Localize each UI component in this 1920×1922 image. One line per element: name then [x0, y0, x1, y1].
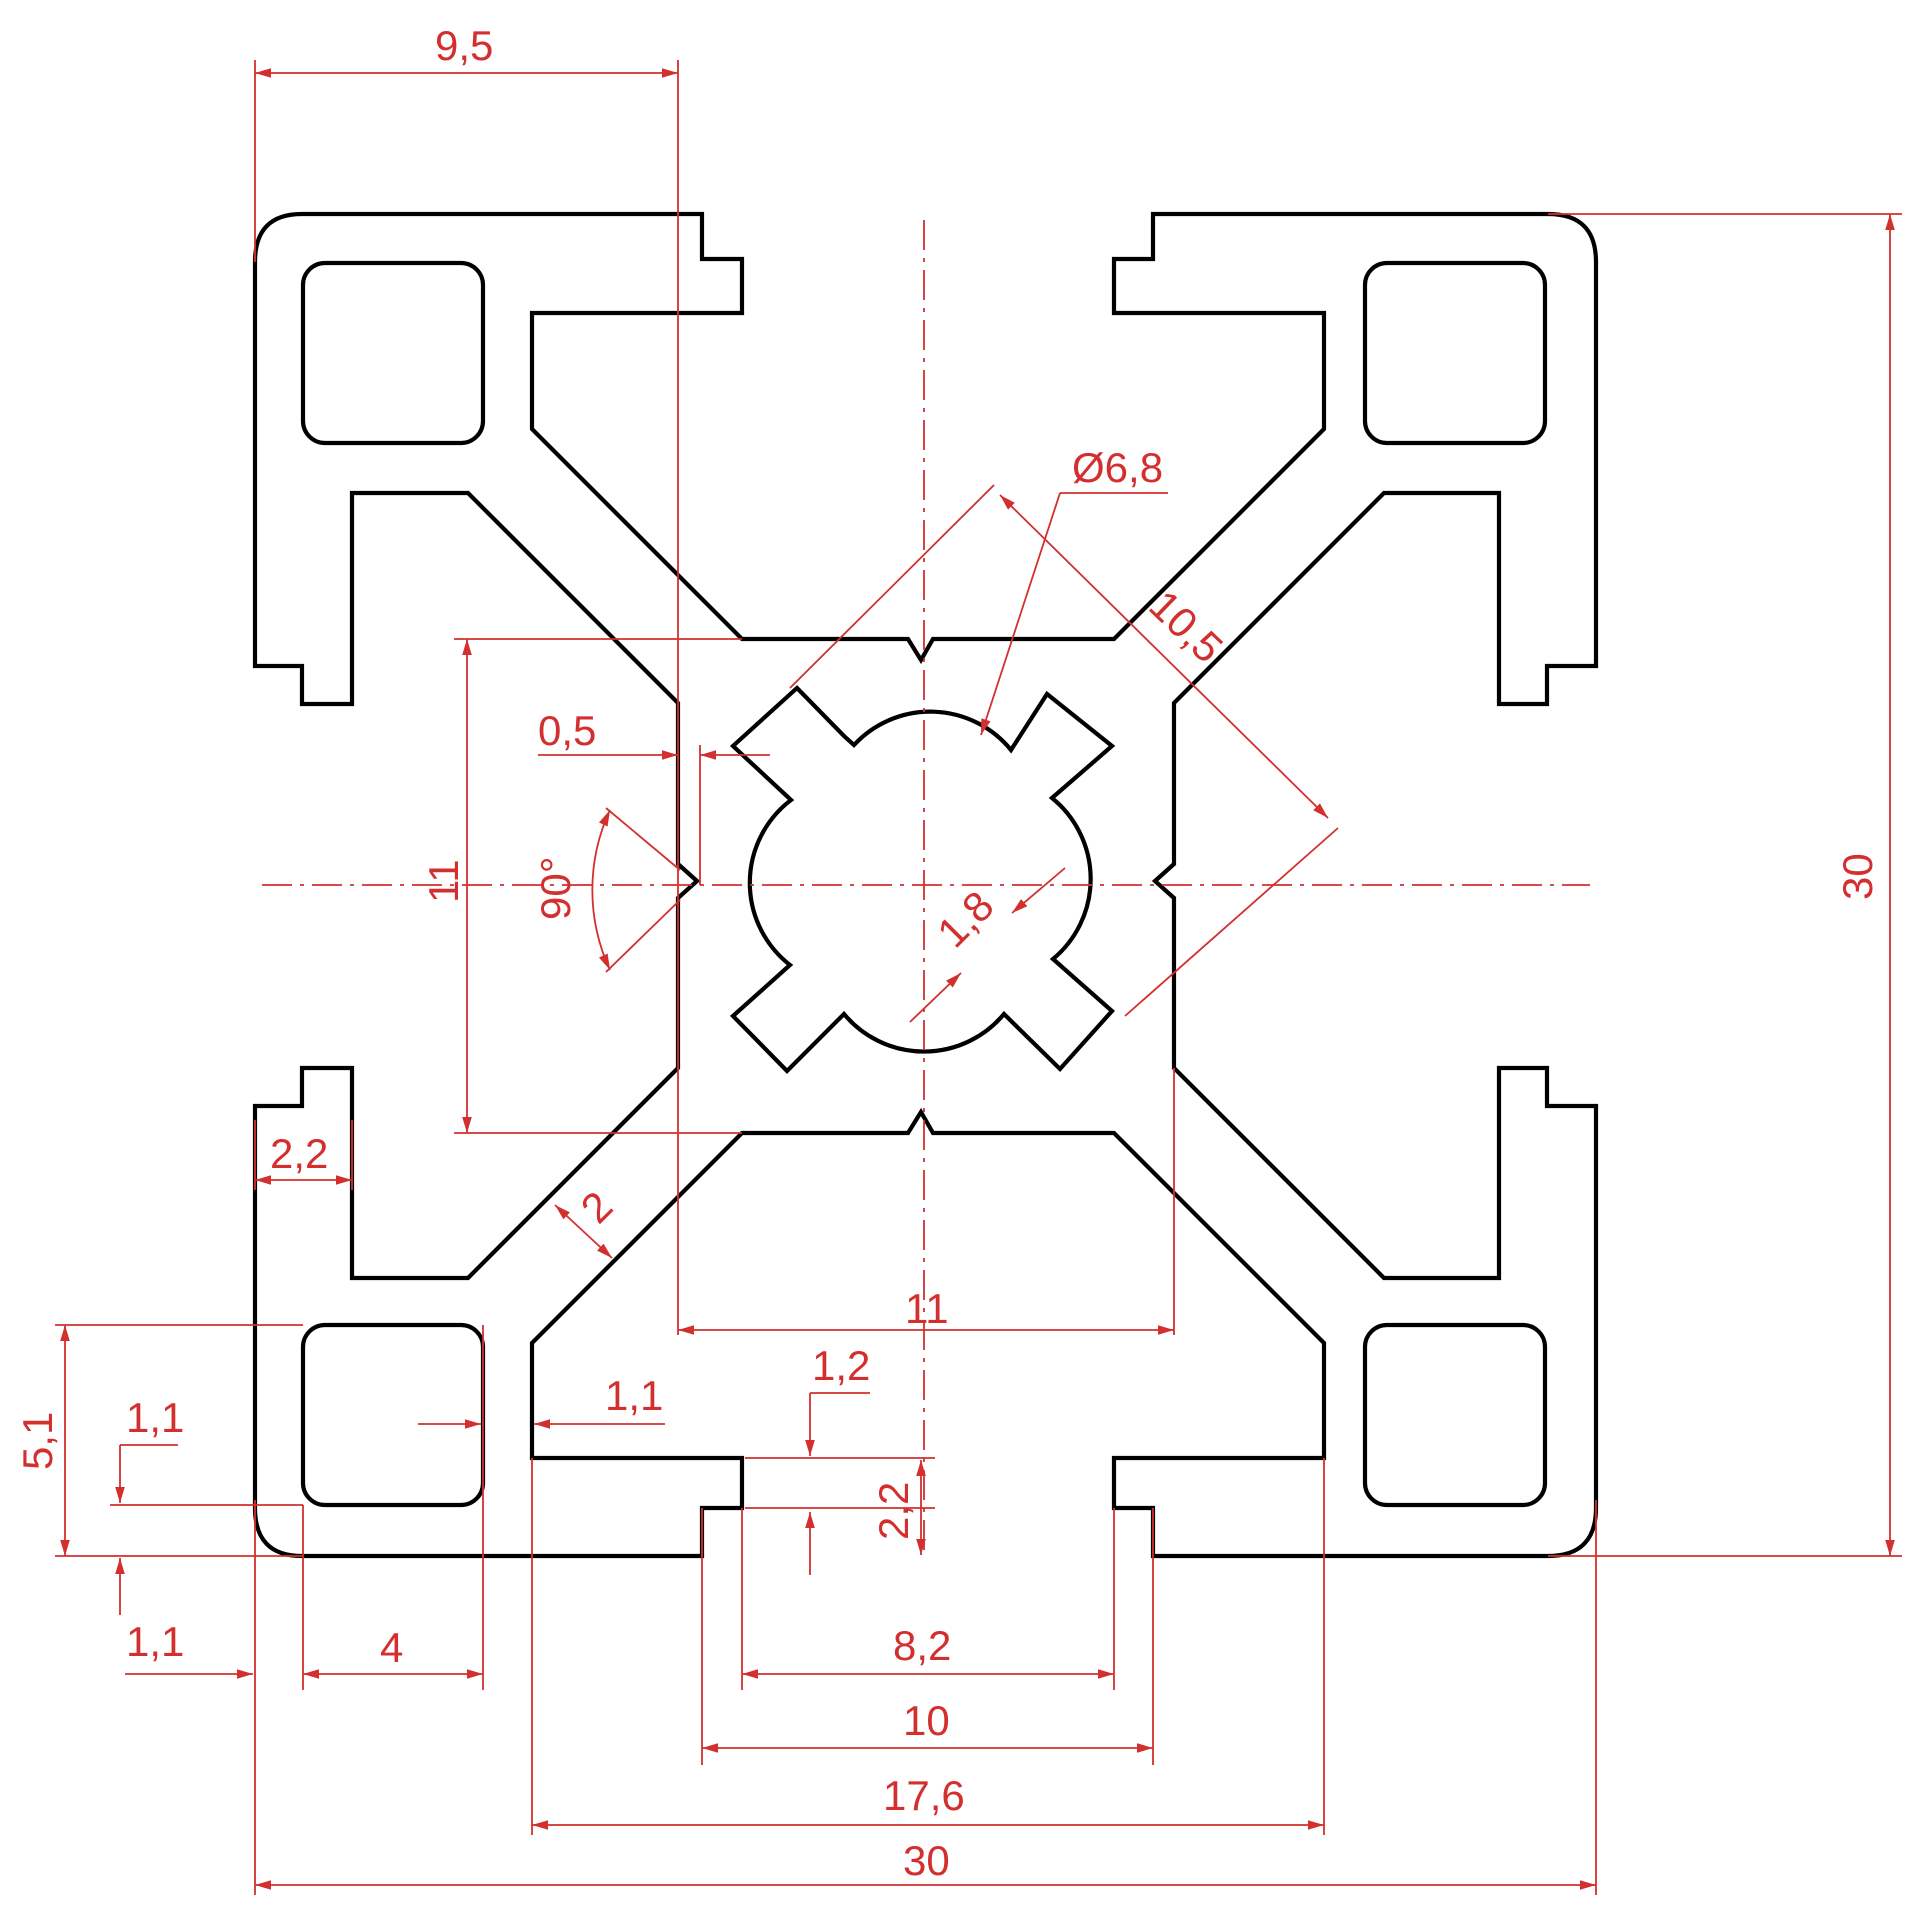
label-pocket-gap: 1,1 — [126, 1394, 184, 1441]
label-slot-opening: 10 — [903, 1697, 950, 1744]
center-bore — [729, 685, 1116, 1074]
label-slot-depth-left: 2,2 — [270, 1130, 328, 1177]
label-core-height: 11 — [420, 859, 467, 903]
extension-lines — [55, 60, 1902, 1895]
pocket-top-right — [1362, 260, 1548, 446]
label-web: 2 — [572, 1182, 622, 1232]
dimension-labels: 9,5 Ø6,8 10,5 30 11 0,5 90° 1,8 2,2 2 11… — [14, 22, 1881, 1884]
label-top-width: 9,5 — [435, 22, 493, 69]
dimension-lines — [60, 68, 1895, 1890]
label-rib: 1,8 — [928, 882, 1003, 957]
label-pocket-height: 5,1 — [14, 1412, 61, 1470]
label-pocket-width: 4 — [380, 1624, 403, 1671]
label-overall-width: 30 — [903, 1837, 950, 1884]
pocket-top-left — [300, 260, 486, 446]
label-lip-left: 1,1 — [605, 1372, 663, 1419]
dim-diagonal — [999, 494, 1329, 819]
label-slot-width: 17,6 — [883, 1772, 965, 1819]
label-lip-top: 1,2 — [812, 1342, 870, 1389]
label-slot-height: 2,2 — [870, 1482, 917, 1540]
label-core-width: 11 — [905, 1285, 949, 1332]
label-diameter: Ø6,8 — [1072, 444, 1163, 491]
pocket-bottom-right — [1362, 1322, 1548, 1508]
label-wall: 1,1 — [126, 1618, 184, 1665]
pocket-bottom-left — [300, 1322, 486, 1508]
label-slot-inner: 8,2 — [893, 1622, 951, 1669]
label-overall-height: 30 — [1834, 853, 1881, 900]
label-gap: 0,5 — [538, 707, 596, 754]
label-angle: 90° — [532, 856, 579, 920]
